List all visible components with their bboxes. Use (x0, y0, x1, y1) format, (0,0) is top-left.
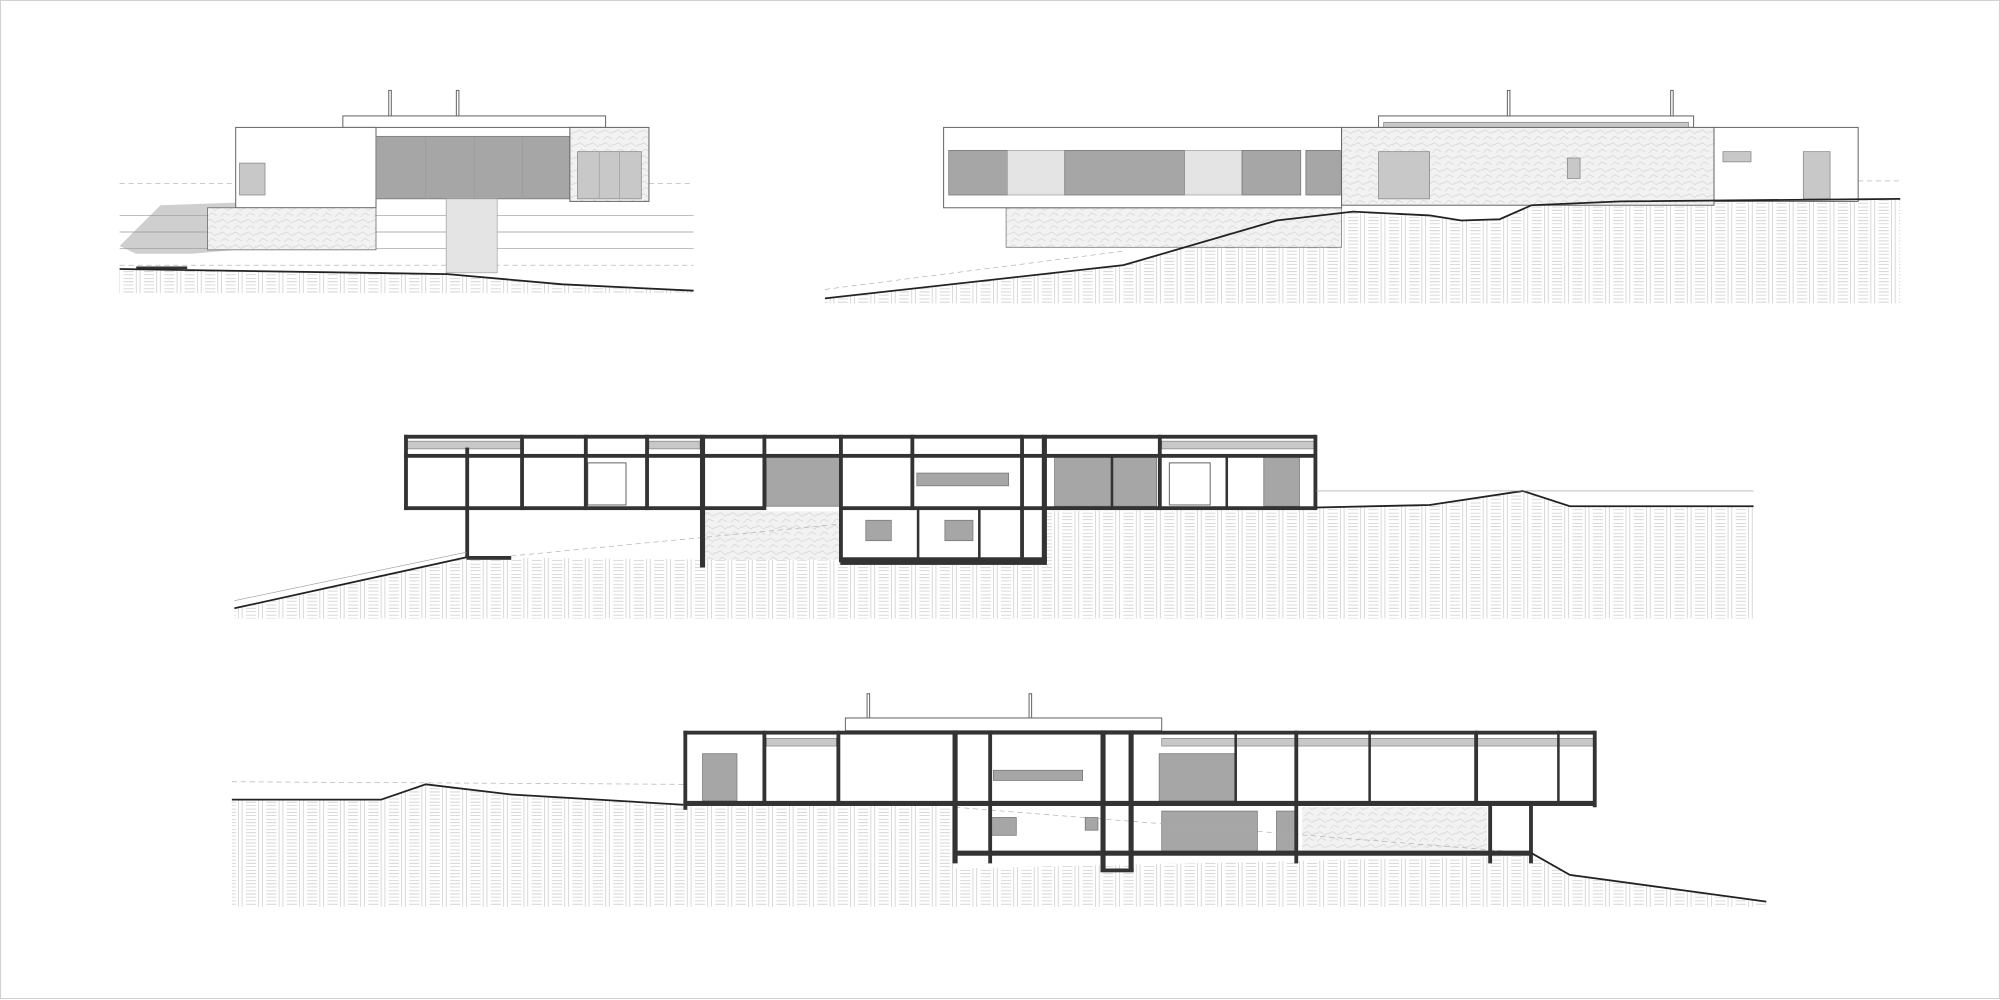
chimney (388, 89, 392, 117)
door (1802, 151, 1831, 200)
ground-line (119, 268, 694, 292)
chimney (1506, 89, 1511, 117)
elevation-2 (824, 89, 1901, 304)
lower-stone-base (1005, 207, 1342, 248)
structure-cut (683, 730, 1597, 873)
section-2 (231, 693, 1767, 907)
window (1566, 157, 1581, 179)
ground-hatch (119, 268, 694, 294)
ground-hatch (234, 490, 1754, 619)
ground-line (824, 197, 1901, 300)
door (577, 151, 642, 200)
window (239, 162, 266, 196)
ground-line (1531, 852, 1767, 903)
door (1378, 151, 1430, 200)
section-1 (234, 434, 1754, 619)
elevation-1 (119, 89, 694, 294)
window (1722, 151, 1752, 163)
structure-cut (404, 434, 1318, 568)
chimney (455, 89, 460, 117)
stone-base (207, 207, 377, 251)
upper-volume (342, 115, 607, 128)
end-volume (1713, 126, 1859, 202)
ground-hatch (231, 784, 1767, 907)
chimney (1670, 89, 1674, 117)
ground-line (231, 783, 684, 806)
ground-line (234, 556, 467, 610)
glazed-facade (375, 135, 571, 200)
pier (445, 198, 498, 274)
ground-hatch (824, 198, 1901, 304)
